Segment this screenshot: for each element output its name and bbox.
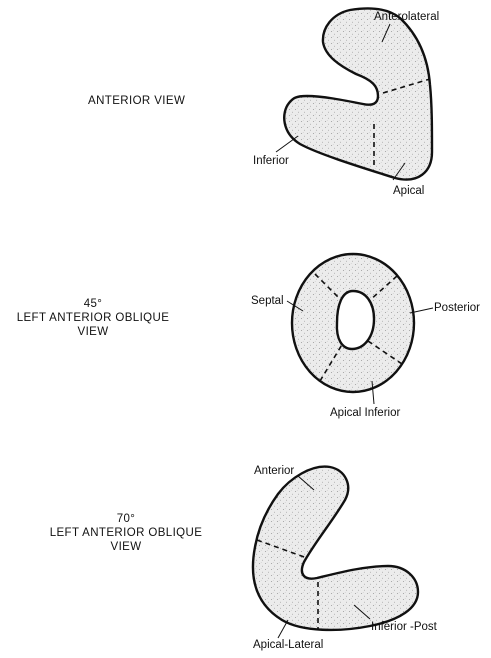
lao45-view-panel: 45° LEFT ANTERIOR OBLIQUE VIEW Septal Po… — [0, 215, 491, 430]
segment-label-anterolateral: Anterolateral — [374, 11, 439, 23]
segment-label-anterior: Anterior — [254, 465, 294, 477]
anterior-view-panel: ANTERIOR VIEW Anterolateral Inferior Api… — [0, 0, 491, 215]
leader-inferior — [276, 136, 298, 152]
segment-label-inferior: Inferior — [253, 155, 289, 167]
segment-label-apical: Apical — [393, 185, 424, 197]
segment-label-septal: Septal — [251, 295, 284, 307]
segment-label-posterior: Posterior — [434, 302, 480, 314]
lao45-ring-inner — [337, 291, 374, 349]
leader-apical-lateral — [278, 620, 288, 638]
anterior-view-diagram: Anterolateral Inferior Apical — [0, 0, 491, 215]
lao70-view-diagram: Anterior Apical-Lateral Inferior -Post — [0, 430, 491, 658]
segment-label-apical-lateral: Apical-Lateral — [253, 639, 323, 651]
lao45-view-diagram: Septal Posterior Apical Inferior — [0, 215, 491, 430]
segment-label-inferior-post: Inferior -Post — [371, 621, 438, 633]
lao70-view-panel: 70° LEFT ANTERIOR OBLIQUE VIEW Anterior … — [0, 430, 491, 658]
anterior-ventricle-outline — [284, 8, 432, 179]
segment-label-apical-inferior: Apical Inferior — [330, 407, 400, 419]
